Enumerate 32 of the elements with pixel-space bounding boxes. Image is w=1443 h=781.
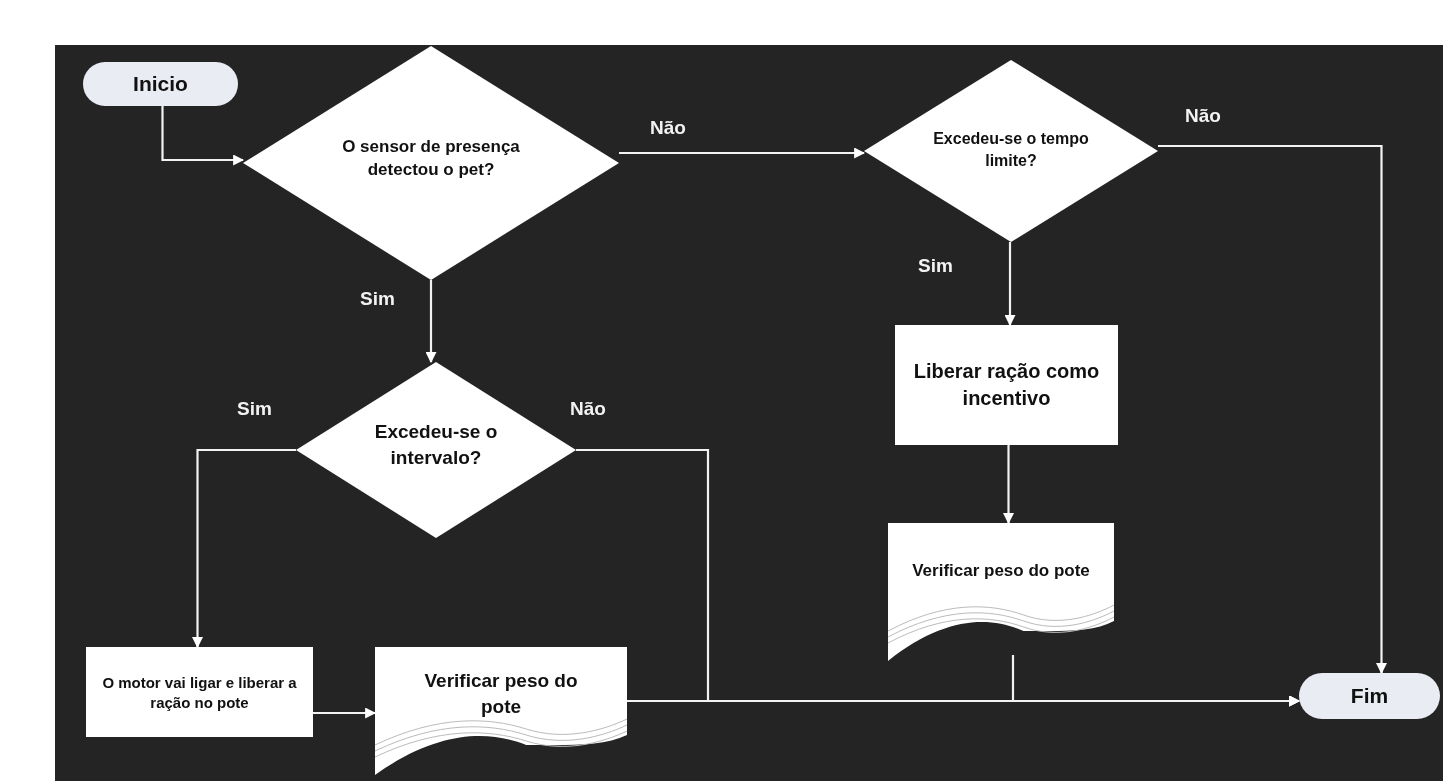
terminal-shape [83, 62, 238, 106]
process-box [895, 325, 1118, 445]
node-label: O sensor de presença detectou o pet? [341, 136, 521, 181]
decision-diamond [243, 46, 619, 280]
decision-diamond [864, 60, 1158, 242]
edge-label: Não [570, 398, 606, 420]
document-shape [888, 523, 1114, 661]
arrow [1004, 242, 1016, 327]
arrow [161, 106, 245, 166]
edge-label: Sim [237, 398, 272, 420]
arrow [1003, 445, 1014, 525]
edge-label: Sim [918, 255, 953, 277]
arrow [192, 448, 296, 649]
edge-label: Sim [360, 288, 395, 310]
edge-label: Não [1185, 105, 1221, 127]
node-label: Excedeu-se o intervalo? [373, 420, 499, 470]
arrow [1011, 655, 1301, 707]
arrow [313, 707, 377, 719]
node-label: Liberar ração como incentivo [912, 359, 1101, 411]
process-box [86, 647, 313, 737]
document-shape [375, 647, 627, 775]
node-label: Verificar peso do pote [911, 559, 1091, 582]
node-label: Fim [1349, 682, 1390, 709]
arrow [425, 280, 437, 364]
edge-label: Não [650, 117, 686, 139]
node-label: Verificar peso do pote [423, 669, 579, 719]
node-label: Excedeu-se o tempo limite? [932, 129, 1090, 171]
node-label: Inicio [132, 70, 189, 97]
terminal-shape [1299, 673, 1440, 719]
arrow [619, 147, 866, 159]
node-label: O motor vai ligar e liberar a ração no pote [101, 672, 298, 713]
arrow [1158, 144, 1387, 675]
